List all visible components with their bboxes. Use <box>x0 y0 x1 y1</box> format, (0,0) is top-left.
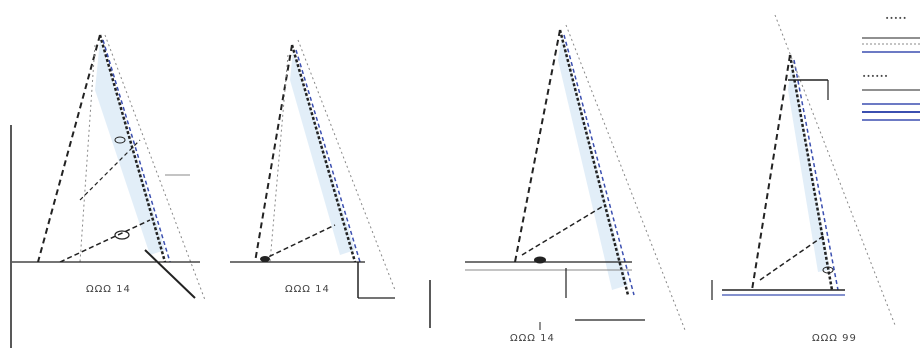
panel-3-caption: ΩΩΩ 14 <box>510 333 555 344</box>
brace <box>261 224 336 261</box>
brace <box>59 219 151 263</box>
joint <box>260 256 270 262</box>
inner-guide <box>79 44 96 263</box>
brace <box>521 204 606 256</box>
left-leg <box>514 29 561 263</box>
joint <box>822 266 834 274</box>
panel-4-caption: ΩΩΩ 99 <box>812 333 857 344</box>
ladder-panel-2 <box>230 39 396 299</box>
left-leg <box>254 44 293 263</box>
joint <box>534 256 546 264</box>
legend-title-top: ∙∙∙∙∙ <box>885 14 907 22</box>
right-leg <box>98 34 167 263</box>
joint <box>114 230 130 240</box>
left-leg <box>751 54 791 291</box>
ladder-panel-1 <box>12 34 206 301</box>
right-leg-blue <box>102 39 171 263</box>
panel-1-caption: ΩΩΩ 14 <box>86 284 131 295</box>
support-line <box>144 249 196 299</box>
ladder-panel-3 <box>465 24 686 331</box>
left-leg <box>37 34 101 263</box>
right-leg-blue <box>563 34 635 296</box>
right-leg <box>558 29 630 296</box>
brace-2 <box>79 139 141 201</box>
ladder-panel-4 <box>711 14 896 326</box>
legend <box>862 37 920 121</box>
right-leg-blue <box>295 49 361 263</box>
joint-2 <box>114 136 126 144</box>
outer-guide <box>774 14 896 326</box>
right-leg <box>290 44 357 263</box>
legend-title-mid: ∙∙∙∙∙∙ <box>862 72 889 80</box>
panel-2-caption: ΩΩΩ 14 <box>285 284 330 295</box>
outer-guide <box>104 34 206 301</box>
brace <box>759 234 826 281</box>
